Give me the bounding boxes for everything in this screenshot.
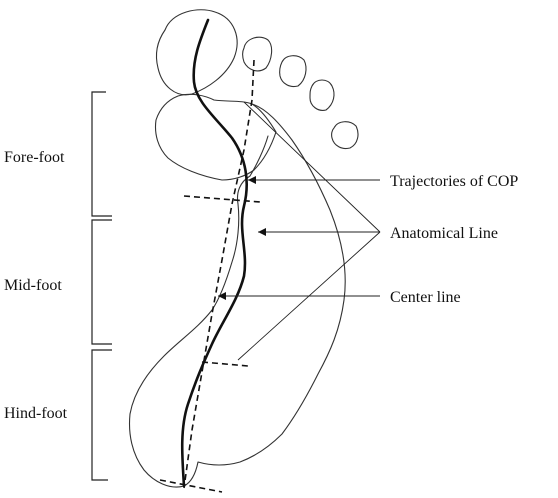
fore-foot-label: Fore-foot — [4, 149, 65, 166]
toe-5-outline — [332, 122, 358, 149]
mid-foot-bracket — [92, 220, 112, 344]
anatomical-connector-upper — [244, 102, 380, 232]
anatomical-line-lower-dashed — [202, 362, 248, 366]
cop-pointer-arrowhead — [248, 176, 256, 184]
mid-foot-label: Mid-foot — [4, 277, 62, 294]
center-label: Center line — [390, 289, 461, 306]
toe-3-outline — [280, 56, 306, 87]
toe-4-outline — [310, 80, 334, 110]
anatomical-label: Anatomical Line — [390, 225, 498, 242]
center-pointer-arrowhead — [218, 292, 226, 300]
hind-foot-label: Hind-foot — [4, 405, 68, 422]
toe-2-outline — [243, 37, 272, 71]
cop-trajectory — [182, 20, 246, 486]
anatomical-pointer-arrowhead — [258, 228, 266, 236]
fore-foot-bracket — [92, 92, 112, 216]
forefoot-pad-outline — [156, 94, 277, 180]
hind-foot-bracket — [92, 350, 112, 480]
cop-label: Trajectories of COP — [390, 173, 518, 190]
anatomical-line-upper-dashed — [184, 196, 260, 202]
